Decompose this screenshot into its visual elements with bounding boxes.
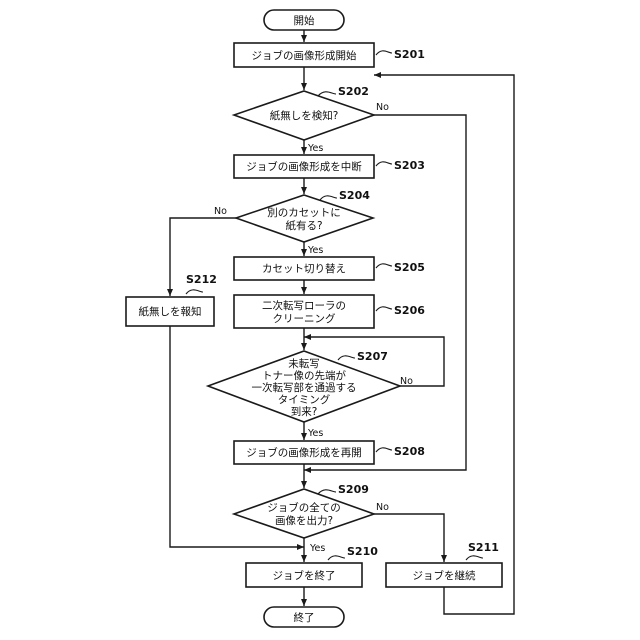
end-label: 終了 <box>294 611 315 624</box>
step-leader <box>338 356 355 360</box>
start-label: 開始 <box>294 14 315 27</box>
node-s208: ジョブの画像形成を再開 S208 <box>234 441 425 464</box>
step-leader <box>318 490 336 494</box>
step-leader <box>376 264 392 268</box>
node-s212: 紙無しを報知 S212 <box>126 273 217 326</box>
step-id: S210 <box>347 545 378 558</box>
node-label: カセット切り替え <box>262 262 346 275</box>
node-s202: 紙無しを検知? S202 No Yes <box>234 85 389 154</box>
step-id: S207 <box>357 350 388 363</box>
edge-label-yes: Yes <box>309 543 325 554</box>
node-s201: ジョブの画像形成開始 S201 <box>234 43 425 67</box>
edge-label-no: No <box>376 502 389 513</box>
node-label: ジョブを継続 <box>413 569 476 582</box>
edge-label-yes: Yes <box>307 245 323 256</box>
node-label: ジョブを終了 <box>273 569 336 582</box>
step-leader <box>466 556 483 560</box>
step-leader <box>376 51 392 55</box>
step-id: S206 <box>394 304 425 317</box>
node-label: ジョブの画像形成を中断 <box>246 160 362 173</box>
node-s209: ジョブの全ての 画像を出力? S209 No Yes <box>234 483 389 554</box>
node-label-line2: 紙有る? <box>285 219 322 232</box>
edge-label-yes: Yes <box>307 143 323 154</box>
node-s205: カセット切り替え S205 <box>234 257 425 280</box>
node-label-line1: 別のカセットに <box>267 207 341 219</box>
step-id: S204 <box>339 189 370 202</box>
node-label-line4: タイミング <box>278 393 331 406</box>
node-s206: 二次転写ローラの クリーニング S206 <box>234 295 425 328</box>
node-label-line2: トナー像の先端が <box>262 369 346 382</box>
node-s203: ジョブの画像形成を中断 S203 <box>234 155 425 178</box>
step-leader <box>186 290 203 294</box>
node-label-line3: 一次転写部を通過する <box>252 381 357 394</box>
edge-label-yes: Yes <box>307 428 323 439</box>
step-leader <box>376 448 392 452</box>
node-s204: 別のカセットに 紙有る? S204 No Yes <box>214 189 373 256</box>
step-leader <box>320 196 337 200</box>
edge-label-no: No <box>376 102 389 113</box>
node-label: ジョブの画像形成を再開 <box>246 446 362 459</box>
step-id: S203 <box>394 159 425 172</box>
step-id: S212 <box>186 273 217 286</box>
edge-label-no: No <box>214 206 227 217</box>
step-id: S205 <box>394 261 425 274</box>
step-id: S209 <box>338 483 369 496</box>
node-s207: 未転写 トナー像の先端が 一次転写部を通過する タイミング 到来? S207 N… <box>208 350 413 439</box>
node-label-line1: ジョブの全ての <box>267 501 341 514</box>
step-leader <box>318 92 336 96</box>
node-label: ジョブの画像形成開始 <box>252 49 357 62</box>
step-id: S201 <box>394 48 425 61</box>
node-label-line2: 画像を出力? <box>275 514 333 527</box>
node-label: 紙無しを検知? <box>270 109 339 122</box>
step-leader <box>376 307 392 311</box>
step-id: S208 <box>394 445 425 458</box>
step-id: S202 <box>338 85 369 98</box>
step-id: S211 <box>468 541 499 554</box>
node-label-line1: 未転写 <box>288 358 320 370</box>
edge-s209-no <box>374 514 444 562</box>
node-label-line2: クリーニング <box>273 312 336 325</box>
node-label-line5: 到来? <box>291 406 318 418</box>
step-leader <box>328 556 345 560</box>
node-label: 紙無しを報知 <box>139 305 202 318</box>
edge-label-no: No <box>400 376 413 387</box>
node-label-line1: 二次転写ローラの <box>262 299 346 312</box>
step-leader <box>376 162 392 166</box>
